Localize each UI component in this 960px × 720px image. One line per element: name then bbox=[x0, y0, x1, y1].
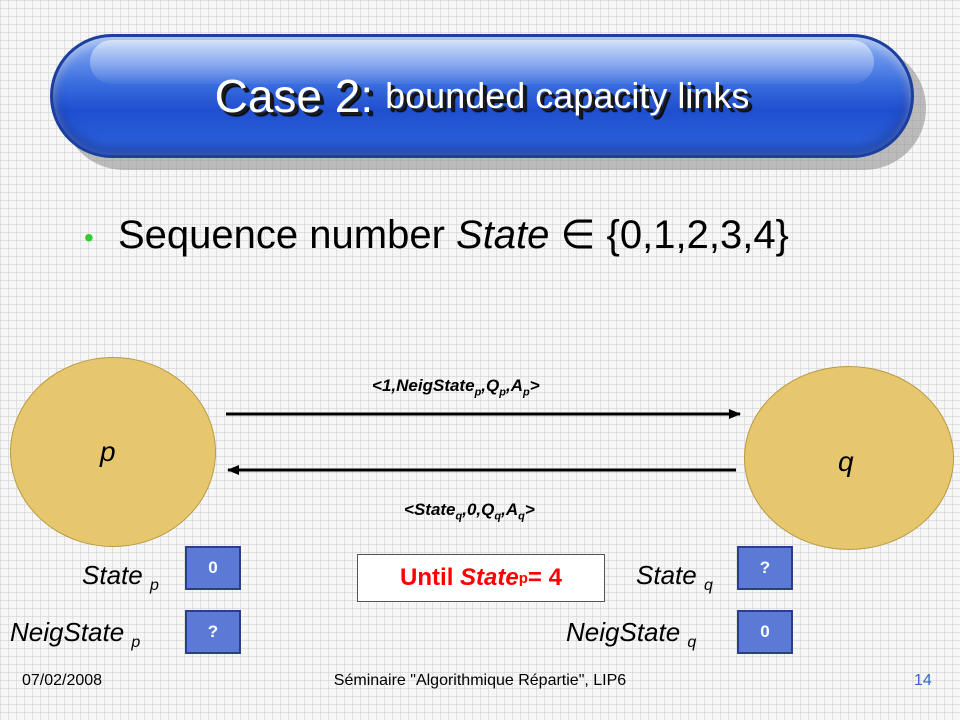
label-base: NeigState bbox=[10, 617, 125, 647]
node-q bbox=[744, 366, 954, 550]
title-gloss bbox=[90, 40, 874, 84]
label-sub: q bbox=[703, 577, 713, 595]
message-q-to-p: <Stateq,0,Qq,Aq> bbox=[404, 500, 535, 523]
msg-sub: q bbox=[455, 510, 463, 523]
msg-close: > bbox=[529, 376, 540, 395]
msg-field: State bbox=[413, 500, 456, 519]
label-base: State bbox=[82, 560, 143, 590]
msg-sub: p bbox=[523, 386, 530, 399]
msg-open: < bbox=[404, 500, 414, 519]
neigstate-p-value: ? bbox=[185, 610, 241, 654]
until-sub: p bbox=[518, 569, 528, 587]
msg-sub: p bbox=[499, 386, 506, 399]
state-p-label: State p bbox=[82, 560, 159, 595]
label-sub: q bbox=[687, 634, 697, 652]
until-prefix: Until bbox=[400, 564, 454, 591]
msg-field: NeigState bbox=[396, 376, 475, 395]
element-of-symbol: ∈ bbox=[560, 213, 596, 257]
state-q-label: State q bbox=[636, 560, 713, 595]
page-number: 14 bbox=[914, 672, 932, 689]
until-variable: State bbox=[460, 564, 519, 591]
label-sub: p bbox=[131, 634, 141, 652]
state-q-value: ? bbox=[737, 546, 793, 590]
title-sub: bounded capacity links bbox=[385, 75, 750, 116]
msg-a: A bbox=[505, 500, 519, 519]
neigstate-q-value: 0 bbox=[737, 610, 793, 654]
title-main: Case 2: bbox=[214, 70, 374, 122]
neigstate-p-label: NeigState p bbox=[10, 617, 140, 652]
node-q-label: q bbox=[838, 446, 854, 477]
slide-title: Case 2: bounded capacity links bbox=[50, 34, 914, 158]
node-p-label: p bbox=[100, 436, 116, 467]
message-p-to-q: <1,NeigStatep,Qp,Ap> bbox=[372, 376, 540, 399]
msg-sub: p bbox=[474, 386, 482, 399]
label-base: NeigState bbox=[566, 617, 681, 647]
footer-title: Séminaire "Algorithmique Répartie", LIP6 bbox=[333, 672, 627, 689]
label-base: State bbox=[636, 560, 697, 590]
msg-close: > bbox=[524, 500, 535, 519]
msg-q: Q bbox=[486, 376, 500, 395]
label-sub: p bbox=[149, 577, 159, 595]
msg-open: < bbox=[372, 376, 382, 395]
footer-date: 07/02/2008 bbox=[22, 672, 103, 689]
until-suffix: = 4 bbox=[527, 564, 562, 591]
msg-a: A bbox=[510, 376, 524, 395]
bullet-set: {0,1,2,3,4} bbox=[606, 213, 789, 257]
state-p-value: 0 bbox=[185, 546, 241, 590]
msg-mid: ,0, bbox=[462, 500, 482, 519]
node-p bbox=[10, 357, 216, 547]
msg-sub: q bbox=[518, 510, 525, 523]
msg-comma: , bbox=[481, 376, 487, 395]
msg-q: Q bbox=[481, 500, 495, 519]
bullet-dot-icon: • bbox=[84, 222, 94, 253]
neigstate-q-label: NeigState q bbox=[566, 617, 696, 652]
msg-seq: 1 bbox=[381, 376, 392, 395]
bullet-variable: State bbox=[456, 213, 550, 257]
msg-sub: q bbox=[494, 510, 502, 523]
bullet-text: Sequence number State ∈ {0,1,2,3,4} bbox=[118, 212, 789, 258]
bullet-prefix: Sequence number bbox=[118, 213, 457, 257]
